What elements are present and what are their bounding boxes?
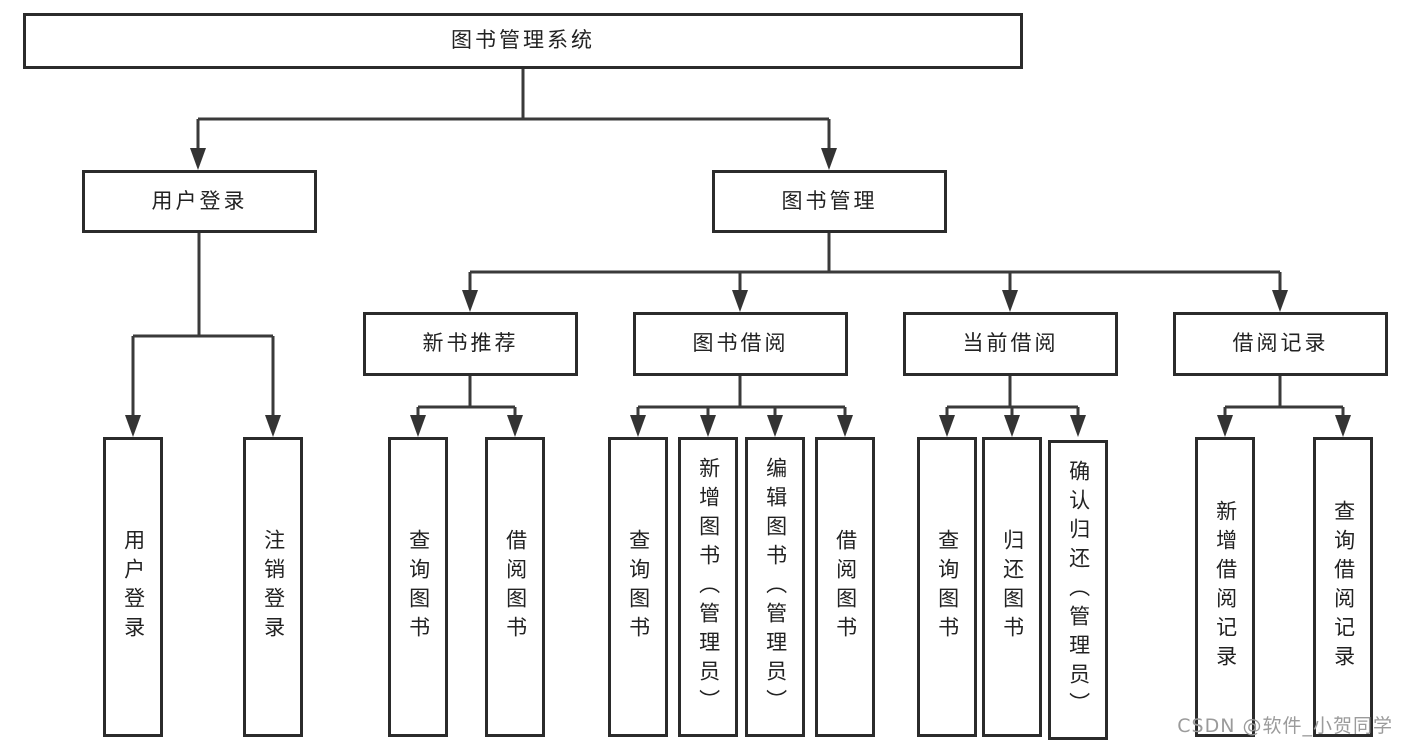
node-label: 图书管理	[781, 188, 878, 213]
leaf-edit-book-admin: 编辑图书（管理员）	[745, 437, 805, 737]
node-label: 查询图书	[406, 529, 431, 645]
node-label: 借阅记录	[1232, 331, 1329, 356]
node-borrow-records: 借阅记录	[1173, 312, 1388, 376]
csdn-watermark: CSDN @软件_小贺同学	[1177, 715, 1393, 737]
node-new-book-recommend: 新书推荐	[363, 312, 578, 376]
node-label: 图书借阅	[692, 331, 789, 356]
node-label: 编辑图书（管理员）	[763, 456, 788, 718]
node-label: 用户登录	[121, 529, 146, 645]
node-label: 确认归还（管理员）	[1066, 459, 1091, 721]
node-label: 图书管理系统	[451, 28, 595, 53]
leaf-confirm-return-admin: 确认归还（管理员）	[1048, 440, 1108, 740]
node-label: 查询借阅记录	[1331, 500, 1356, 674]
node-book-management: 图书管理	[712, 170, 947, 233]
node-label: 归还图书	[1000, 529, 1025, 645]
node-label: 查询图书	[935, 529, 960, 645]
leaf-borrow-books-borrowing: 借阅图书	[815, 437, 875, 737]
node-label: 新增图书（管理员）	[696, 456, 721, 718]
leaf-logout: 注销登录	[243, 437, 303, 737]
arrowheads	[125, 148, 1351, 437]
node-label: 查询图书	[626, 529, 651, 645]
node-user-login: 用户登录	[82, 170, 317, 233]
leaf-add-borrow-record: 新增借阅记录	[1195, 437, 1255, 737]
leaf-user-login: 用户登录	[103, 437, 163, 737]
leaf-query-books-borrowing: 查询图书	[608, 437, 668, 737]
leaf-query-books-recommend: 查询图书	[388, 437, 448, 737]
node-current-borrowing: 当前借阅	[903, 312, 1118, 376]
leaf-query-borrow-record: 查询借阅记录	[1313, 437, 1373, 737]
leaf-return-books: 归还图书	[982, 437, 1042, 737]
node-book-borrowing: 图书借阅	[633, 312, 848, 376]
node-label: 借阅图书	[833, 529, 858, 645]
leaf-borrow-books-recommend: 借阅图书	[485, 437, 545, 737]
leaf-query-books-current: 查询图书	[917, 437, 977, 737]
node-library-system: 图书管理系统	[23, 13, 1023, 69]
node-label: 当前借阅	[962, 331, 1059, 356]
node-label: 用户登录	[151, 188, 248, 213]
node-label: 新增借阅记录	[1213, 500, 1238, 674]
leaf-add-book-admin: 新增图书（管理员）	[678, 437, 738, 737]
node-label: 注销登录	[261, 529, 286, 645]
node-label: 新书推荐	[422, 331, 519, 356]
node-label: 借阅图书	[503, 529, 528, 645]
